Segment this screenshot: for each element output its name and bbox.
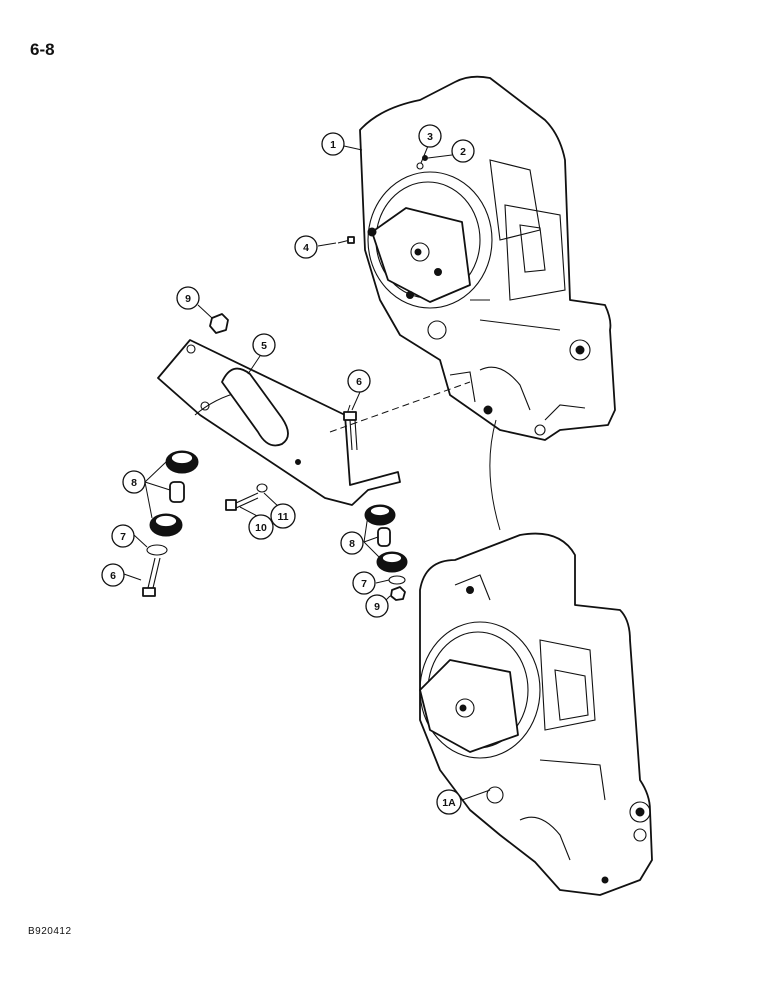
fitting [416,162,424,170]
callout-label: 3 [427,131,433,143]
isolator-left-top [165,450,199,474]
callout-8-right: 8 [340,531,364,555]
figure-id: B920412 [28,926,72,937]
callout-5: 5 [252,333,276,357]
callout-6-lower: 6 [101,563,125,587]
transmission-housing-upper [359,75,616,441]
callout-3: 3 [418,124,442,148]
callout-label: 9 [185,293,191,305]
lock-washer [256,483,268,493]
callout-label: 7 [120,531,126,543]
callout-8-left: 8 [122,470,146,494]
callout-6-upper: 6 [347,369,371,393]
callout-1A: 1A [436,789,462,815]
cap-screw [225,492,259,511]
callout-label: 1A [442,797,456,809]
callout-label: 8 [131,477,137,489]
page-number: 6-8 [30,40,55,59]
isolator-right-bottom [376,551,408,573]
callout-7-right: 7 [352,571,376,595]
alignment-line [329,381,471,433]
callout-label: 1 [330,139,336,151]
callout-2: 2 [451,139,475,163]
isolator-left-bottom [149,513,183,537]
callout-4: 4 [294,235,318,259]
nut-right [390,586,406,601]
nut-top [209,313,229,334]
spacer-sleeve-left [169,481,185,503]
callout-label: 10 [255,522,267,534]
callout-label: 4 [303,242,309,254]
bolt-lower [142,557,161,597]
leader-lines [123,145,491,801]
bolt-upper [343,411,358,451]
callout-label: 11 [277,511,288,523]
callout-label: 2 [460,146,466,158]
callout-7-left: 7 [111,524,135,548]
transmission-housing-lower [419,532,653,896]
washer-left [146,544,168,556]
housing-link-line [489,419,501,531]
callout-label: 5 [261,340,267,352]
callout-9-right: 9 [365,594,389,618]
callout-label: 6 [356,376,362,388]
isolator-right-top [364,504,396,526]
callout-label: 8 [349,538,355,550]
callout-label: 9 [374,601,380,613]
screw-small [337,236,355,244]
callout-label: 6 [110,570,116,582]
callout-10: 10 [248,514,274,540]
callout-11: 11 [270,503,296,529]
callout-9-top: 9 [176,286,200,310]
spacer-sleeve-right [377,527,391,547]
mounting-bracket [157,339,401,506]
washer-right [388,575,406,585]
callout-1: 1 [321,132,345,156]
callout-label: 7 [361,578,367,590]
